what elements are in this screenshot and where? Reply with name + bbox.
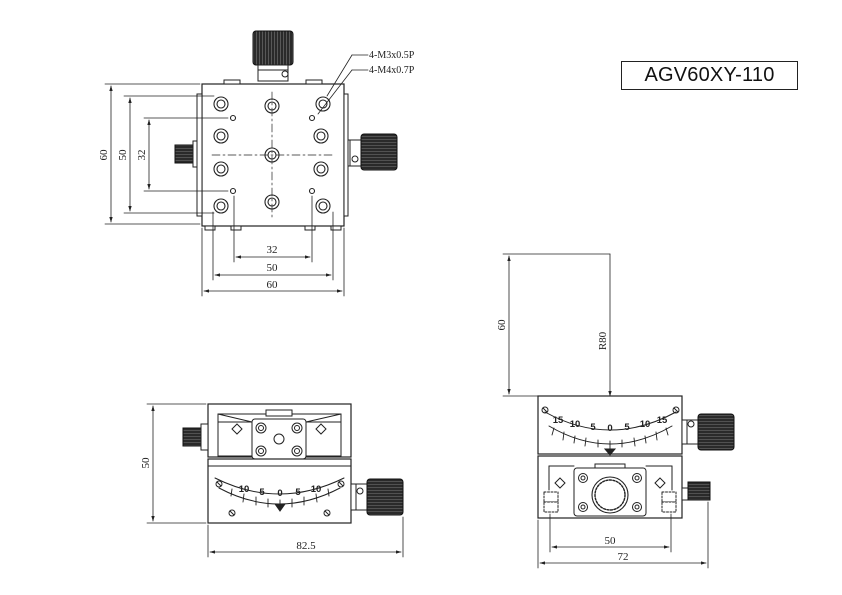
side-view <box>502 253 735 569</box>
dim-width-50: 50 <box>267 262 279 274</box>
front-view <box>146 403 404 558</box>
mounting-holes <box>213 96 331 214</box>
side-view-labels: R80 60 50 72 15 10 5 0 5 10 15 <box>496 319 668 563</box>
side-scale-label: 15 <box>553 415 564 426</box>
right-knob-icon <box>344 133 398 171</box>
front-view-labels: 50 82.5 10 5 0 5 10 <box>140 457 321 552</box>
side-scale-label: 5 <box>624 422 630 433</box>
top-knob-icon <box>252 30 294 82</box>
top-view <box>104 30 398 297</box>
note-m4: 4-M4x0.7P <box>369 65 415 76</box>
dim-side-width-50: 50 <box>605 535 617 547</box>
dim-side-width-72: 72 <box>618 551 629 563</box>
dim-side-height: 60 <box>496 319 508 331</box>
front-scale-label: 5 <box>295 487 301 498</box>
front-scale-label: 5 <box>259 487 265 498</box>
front-scale-label: 10 <box>239 484 250 495</box>
note-m3: 4-M3x0.5P <box>369 50 415 61</box>
side-scale-label: 10 <box>570 419 581 430</box>
dim-height-32: 32 <box>136 150 148 161</box>
side-scale-label: 15 <box>657 415 668 426</box>
top-view-labels: 4-M3x0.5P 4-M4x0.7P 32 50 60 60 50 32 <box>98 50 415 291</box>
dim-radius: R80 <box>597 331 609 350</box>
model-title: AGV60XY-110 <box>621 61 798 90</box>
dim-front-height: 50 <box>140 457 152 469</box>
dim-width-60: 60 <box>267 279 279 291</box>
front-scale-label: 10 <box>311 484 322 495</box>
side-scale-label: 0 <box>607 423 612 434</box>
side-scale-label: 5 <box>590 422 596 433</box>
front-scale-label: 0 <box>277 488 282 499</box>
dim-height-50: 50 <box>117 149 129 161</box>
dim-width-32: 32 <box>267 244 278 256</box>
dim-height-60: 60 <box>98 149 110 161</box>
side-scale-ticks <box>551 427 669 451</box>
side-scale-label: 10 <box>640 419 651 430</box>
dim-front-width: 82.5 <box>296 540 316 552</box>
